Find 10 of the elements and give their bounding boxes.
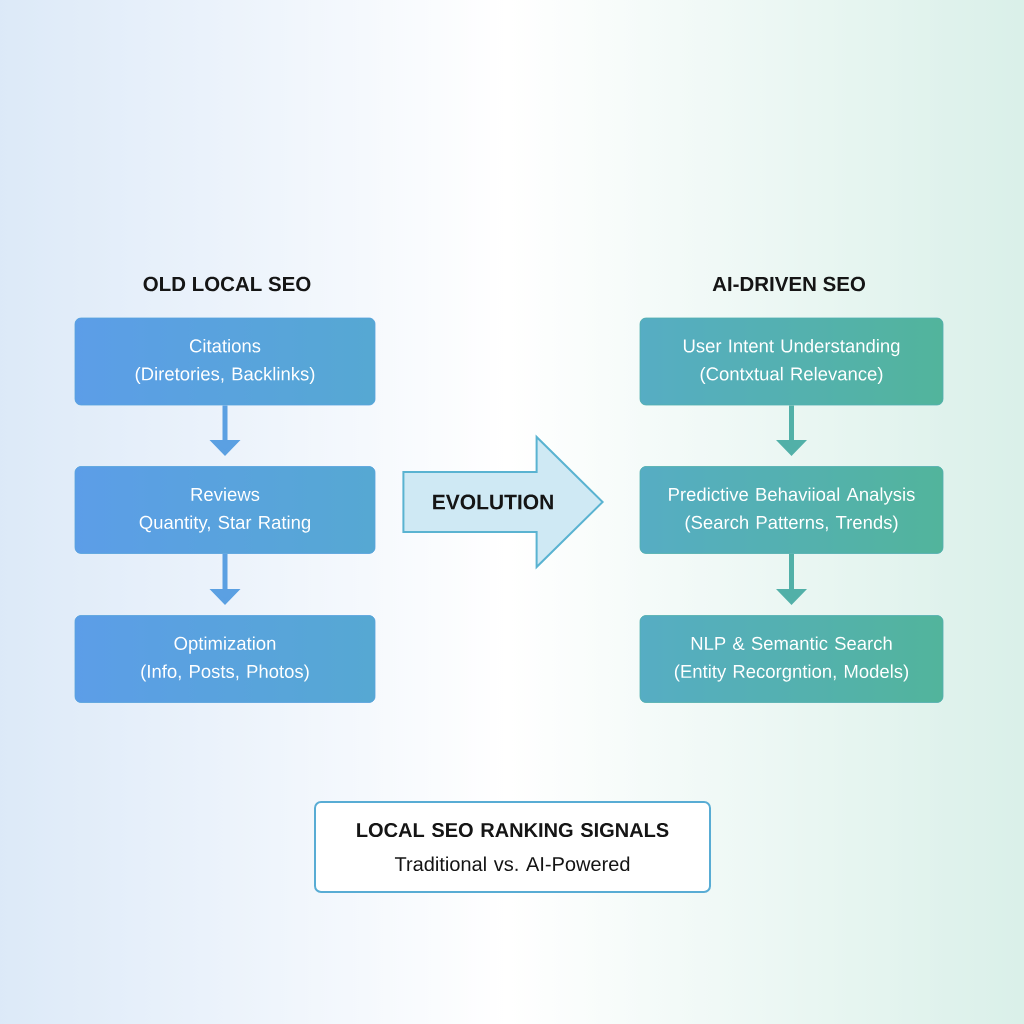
process-box: NLP & Semantic Search (Entity Recorgntion, Models) bbox=[639, 615, 944, 703]
block-arrow bbox=[402, 434, 605, 570]
title-box: LOCAL SEO RANKING SIGNALS Traditional vs. AI-Powered bbox=[314, 801, 711, 893]
process-box: Reviews Quantity, Star Rating bbox=[74, 466, 376, 554]
process-box: User Intent Understanding (Contxtual Relevance) bbox=[639, 317, 944, 406]
process-box: Predictive Behaviioal Analysis (Search Patterns, Trends) bbox=[639, 466, 944, 554]
process-box: Citations (Diretories, Backlinks) bbox=[74, 317, 376, 406]
process-box: Optimization (Info, Posts, Photos) bbox=[74, 615, 376, 703]
column-heading: AI-DRIVEN SEO bbox=[712, 276, 865, 292]
column-heading: OLD LOCAL SEO bbox=[143, 276, 311, 292]
